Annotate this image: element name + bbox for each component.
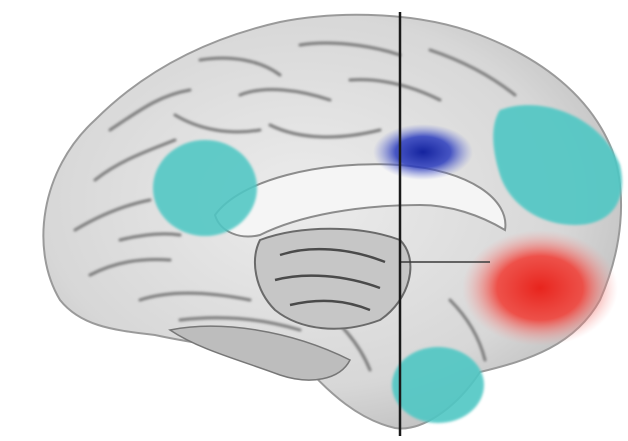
temporal-pole-region: [392, 347, 484, 423]
ventromedial-prefrontal-region: [462, 230, 618, 346]
posterior-cingulate-region: [153, 140, 257, 236]
mid-cingulate-region: [373, 124, 473, 180]
